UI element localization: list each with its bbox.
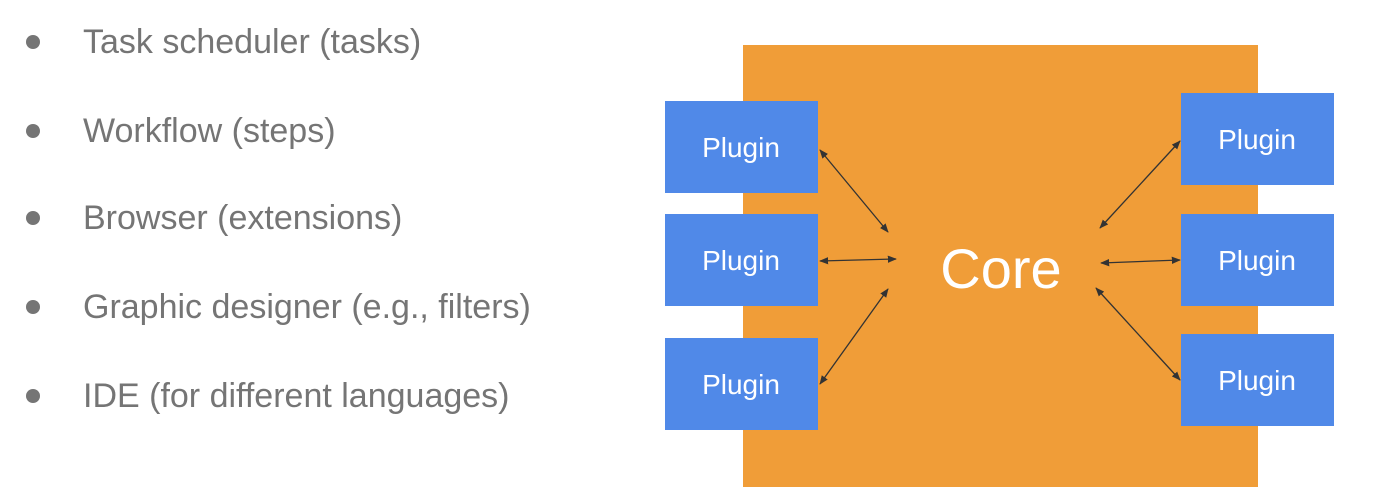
plugin-label: Plugin (702, 245, 780, 276)
plugin-label: Plugin (702, 369, 780, 400)
arrow-left-bottom (819, 288, 889, 385)
bullet-dot-icon (26, 124, 40, 138)
plugin-left-top: Plugin (665, 101, 818, 193)
bullet-text: Workflow (steps) (83, 111, 336, 150)
bullet-text: Task scheduler (tasks) (83, 22, 422, 61)
bullet-item-graphic-designer: Graphic designer (e.g., filters) (26, 287, 531, 327)
plugin-left-middle: Plugin (665, 214, 818, 306)
arrow-right-bottom (1095, 287, 1181, 381)
plugin-label: Plugin (1218, 124, 1296, 155)
plugin-right-top: Plugin (1181, 93, 1334, 185)
bullet-item-ide: IDE (for different languages) (26, 376, 510, 416)
arrow-right-middle (1100, 256, 1181, 267)
plugin-label: Plugin (1218, 245, 1296, 276)
plugin-right-bottom: Plugin (1181, 334, 1334, 426)
bullet-dot-icon (26, 35, 40, 49)
plugin-label: Plugin (702, 132, 780, 163)
bullet-item-workflow: Workflow (steps) (26, 111, 336, 151)
plugin-right-middle: Plugin (1181, 214, 1334, 306)
arrow-left-top (819, 149, 889, 233)
plugin-label: Plugin (1218, 365, 1296, 396)
bullet-text: Browser (extensions) (83, 198, 403, 237)
bullet-text: IDE (for different languages) (83, 376, 510, 415)
arrow-right-top (1099, 140, 1181, 229)
bullet-dot-icon (26, 211, 40, 225)
bullet-list: Task scheduler (tasks) Workflow (steps) … (0, 0, 640, 502)
bullet-item-task-scheduler: Task scheduler (tasks) (26, 22, 421, 62)
bullet-text: Graphic designer (e.g., filters) (83, 287, 531, 326)
bullet-dot-icon (26, 300, 40, 314)
plugin-left-bottom: Plugin (665, 338, 818, 430)
core-label: Core (940, 237, 1061, 300)
bullet-item-browser: Browser (extensions) (26, 198, 402, 238)
arrow-left-middle (819, 255, 897, 265)
bullet-dot-icon (26, 389, 40, 403)
